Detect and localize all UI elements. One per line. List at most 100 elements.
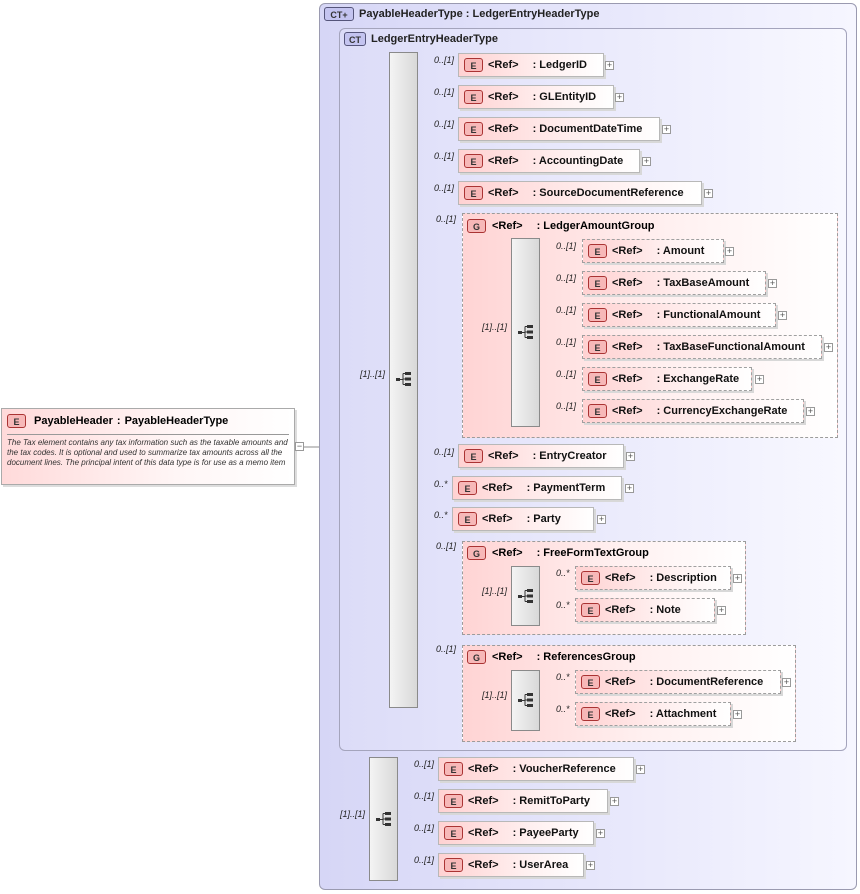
ref-label: <Ref> — [492, 220, 523, 232]
expand-plus-icon[interactable]: + — [824, 342, 833, 352]
occurs-description: 0..* — [556, 568, 570, 578]
element-amount[interactable]: E <Ref> : Amount — [582, 239, 724, 263]
element-party[interactable]: E <Ref> : Party — [452, 507, 594, 531]
sequence-icon — [518, 693, 533, 707]
element-badge-icon: E — [7, 414, 26, 428]
element-source-document-reference[interactable]: E <Ref> : SourceDocumentReference — [458, 181, 702, 205]
element-entry-creator[interactable]: E <Ref> : EntryCreator — [458, 444, 624, 468]
element-tax-base-functional-amount[interactable]: E <Ref> : TaxBaseFunctionalAmount — [582, 335, 822, 359]
expand-plus-icon[interactable]: + — [615, 92, 624, 102]
ref-label: <Ref> — [605, 572, 636, 584]
element-name: : Amount — [656, 245, 705, 257]
element-name: : PayeeParty — [512, 827, 579, 839]
element-name: : AccountingDate — [532, 155, 624, 167]
element-badge-icon: E — [444, 794, 463, 808]
element-gl-entity-id[interactable]: E <Ref> : GLEntityID — [458, 85, 614, 109]
expand-plus-icon[interactable]: + — [782, 677, 791, 687]
element-badge-icon: E — [464, 90, 483, 104]
group-name: : ReferencesGroup — [536, 651, 636, 663]
element-accounting-date[interactable]: E <Ref> : AccountingDate — [458, 149, 640, 173]
group-header-ledger-amount: G <Ref> : LedgerAmountGroup — [467, 219, 655, 233]
ref-label: <Ref> — [482, 482, 513, 494]
element-badge-icon: E — [581, 707, 600, 721]
element-name: : Party — [526, 513, 561, 525]
element-name: : RemitToParty — [512, 795, 590, 807]
sequence-icon — [518, 325, 533, 339]
element-document-date-time[interactable]: E <Ref> : DocumentDateTime — [458, 117, 660, 141]
ref-label: <Ref> — [488, 123, 519, 135]
occurs-document-date-time: 0..[1] — [434, 119, 455, 129]
group-header-references: G <Ref> : ReferencesGroup — [467, 650, 636, 664]
element-description[interactable]: E <Ref> : Description — [575, 566, 731, 590]
sequence-occurs-references: [1]..[1] — [482, 690, 508, 700]
expand-plus-icon[interactable]: + — [733, 709, 742, 719]
occurs-remit-to-party: 0..[1] — [414, 791, 435, 801]
ref-label: <Ref> — [605, 604, 636, 616]
expand-plus-icon[interactable]: + — [636, 764, 645, 774]
expand-plus-icon[interactable]: + — [725, 246, 734, 256]
expand-plus-icon[interactable]: + — [625, 483, 634, 493]
element-payee-party[interactable]: E <Ref> : PayeeParty — [438, 821, 594, 845]
element-user-area[interactable]: E <Ref> : UserArea — [438, 853, 584, 877]
element-voucher-reference[interactable]: E <Ref> : VoucherReference — [438, 757, 634, 781]
ref-label: <Ref> — [488, 91, 519, 103]
element-name: : LedgerID — [532, 59, 587, 71]
occurs-payment-term: 0..* — [434, 479, 448, 489]
element-currency-exchange-rate[interactable]: E <Ref> : CurrencyExchangeRate — [582, 399, 804, 423]
expand-plus-icon[interactable]: + — [626, 451, 635, 461]
element-exchange-rate[interactable]: E <Ref> : ExchangeRate — [582, 367, 752, 391]
element-name: : Description — [649, 572, 717, 584]
element-badge-icon: E — [588, 372, 607, 386]
expand-plus-icon[interactable]: + — [610, 796, 619, 806]
element-note[interactable]: E <Ref> : Note — [575, 598, 715, 622]
root-divider — [7, 434, 289, 435]
expand-plus-icon[interactable]: + — [768, 278, 777, 288]
expand-plus-icon[interactable]: + — [806, 406, 815, 416]
element-payment-term[interactable]: E <Ref> : PaymentTerm — [452, 476, 622, 500]
expand-plus-icon[interactable]: + — [717, 605, 726, 615]
ref-label: <Ref> — [605, 676, 636, 688]
occurs-payee-party: 0..[1] — [414, 823, 435, 833]
complex-type-inner-header: CT LedgerEntryHeaderType — [344, 32, 498, 46]
element-badge-icon: E — [458, 512, 477, 526]
ref-label: <Ref> — [468, 827, 499, 839]
sequence-occurs-main: [1]..[1] — [360, 369, 386, 379]
collapse-minus-icon[interactable]: − — [295, 441, 304, 451]
expand-plus-icon[interactable]: + — [778, 310, 787, 320]
sequence-occurs-extension: [1]..[1] — [340, 809, 366, 819]
occurs-currency-exchange-rate: 0..[1] — [556, 401, 577, 411]
element-remit-to-party[interactable]: E <Ref> : RemitToParty — [438, 789, 608, 813]
element-name: : CurrencyExchangeRate — [656, 405, 788, 417]
sequence-occurs-free-form-text: [1]..[1] — [482, 586, 508, 596]
element-document-reference[interactable]: E <Ref> : DocumentReference — [575, 670, 781, 694]
ref-label: <Ref> — [492, 651, 523, 663]
occurs-functional-amount: 0..[1] — [556, 305, 577, 315]
occurs-gl-entity-id: 0..[1] — [434, 87, 455, 97]
element-tax-base-amount[interactable]: E <Ref> : TaxBaseAmount — [582, 271, 766, 295]
element-ledger-id[interactable]: E <Ref> : LedgerID — [458, 53, 604, 77]
element-name: : VoucherReference — [512, 763, 616, 775]
element-badge-icon: E — [464, 122, 483, 136]
group-name: : LedgerAmountGroup — [536, 220, 655, 232]
root-element-payable-header[interactable]: E PayableHeader : PayableHeaderType The … — [1, 408, 295, 485]
element-functional-amount[interactable]: E <Ref> : FunctionalAmount — [582, 303, 776, 327]
expand-plus-icon[interactable]: + — [642, 156, 651, 166]
group-name: : FreeFormTextGroup — [536, 547, 649, 559]
expand-plus-icon[interactable]: + — [586, 860, 595, 870]
expand-plus-icon[interactable]: + — [662, 124, 671, 134]
expand-plus-icon[interactable]: + — [755, 374, 764, 384]
element-badge-icon: E — [464, 186, 483, 200]
ref-label: <Ref> — [612, 277, 643, 289]
complex-type-icon: CT — [344, 32, 366, 46]
element-attachment[interactable]: E <Ref> : Attachment — [575, 702, 731, 726]
occurs-references-group: 0..[1] — [436, 644, 457, 654]
occurs-entry-creator: 0..[1] — [434, 447, 455, 457]
expand-plus-icon[interactable]: + — [733, 573, 742, 583]
occurs-attachment: 0..* — [556, 704, 570, 714]
expand-plus-icon[interactable]: + — [597, 514, 606, 524]
root-element-header: E PayableHeader : PayableHeaderType — [7, 414, 228, 428]
expand-plus-icon[interactable]: + — [596, 828, 605, 838]
expand-plus-icon[interactable]: + — [605, 60, 614, 70]
expand-plus-icon[interactable]: + — [704, 188, 713, 198]
occurs-amount: 0..[1] — [556, 241, 577, 251]
